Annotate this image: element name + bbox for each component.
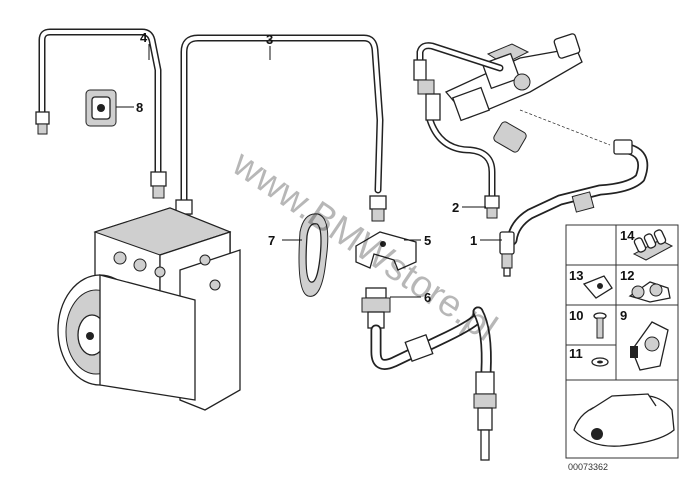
brake-pipe-4[interactable]	[35, 28, 167, 199]
holder-8[interactable]	[85, 89, 117, 127]
callout-2: 2	[452, 200, 459, 215]
reference-number: 00073362	[568, 462, 608, 472]
brake-pipe-2[interactable]	[413, 42, 504, 219]
callout-11: 11	[569, 346, 583, 361]
grommet-7[interactable]	[298, 213, 329, 297]
washer-11[interactable]	[591, 357, 609, 367]
screw-10[interactable]	[593, 312, 607, 339]
callout-1: 1	[470, 233, 477, 248]
holder-9[interactable]	[630, 321, 669, 371]
bracket-5[interactable]	[355, 231, 417, 271]
abs-hydraulic-unit[interactable]	[57, 207, 241, 411]
callout-10: 10	[569, 308, 583, 323]
small-parts-panel	[565, 224, 679, 459]
master-cylinder[interactable]	[444, 33, 583, 153]
callout-4: 4	[140, 30, 148, 45]
callout-8: 8	[136, 100, 143, 115]
brake-hose-6[interactable]	[361, 287, 497, 461]
callout-14: 14	[620, 228, 635, 243]
callout-12: 12	[620, 268, 634, 283]
callout-5: 5	[424, 233, 431, 248]
watermark-text: www.BMWstore.pl	[224, 142, 504, 350]
pipe-clip-14[interactable]	[632, 229, 674, 261]
callout-13: 13	[569, 268, 583, 283]
leader-lines	[116, 44, 502, 298]
callout-7: 7	[268, 233, 275, 248]
clip-13[interactable]	[582, 275, 613, 299]
callout-9: 9	[620, 308, 627, 323]
callout-3: 3	[266, 32, 273, 47]
vehicle-location-icon	[573, 393, 675, 447]
brake-hose-1[interactable]	[499, 109, 649, 277]
callout-6: 6	[424, 290, 431, 305]
clip-12[interactable]	[628, 281, 671, 303]
